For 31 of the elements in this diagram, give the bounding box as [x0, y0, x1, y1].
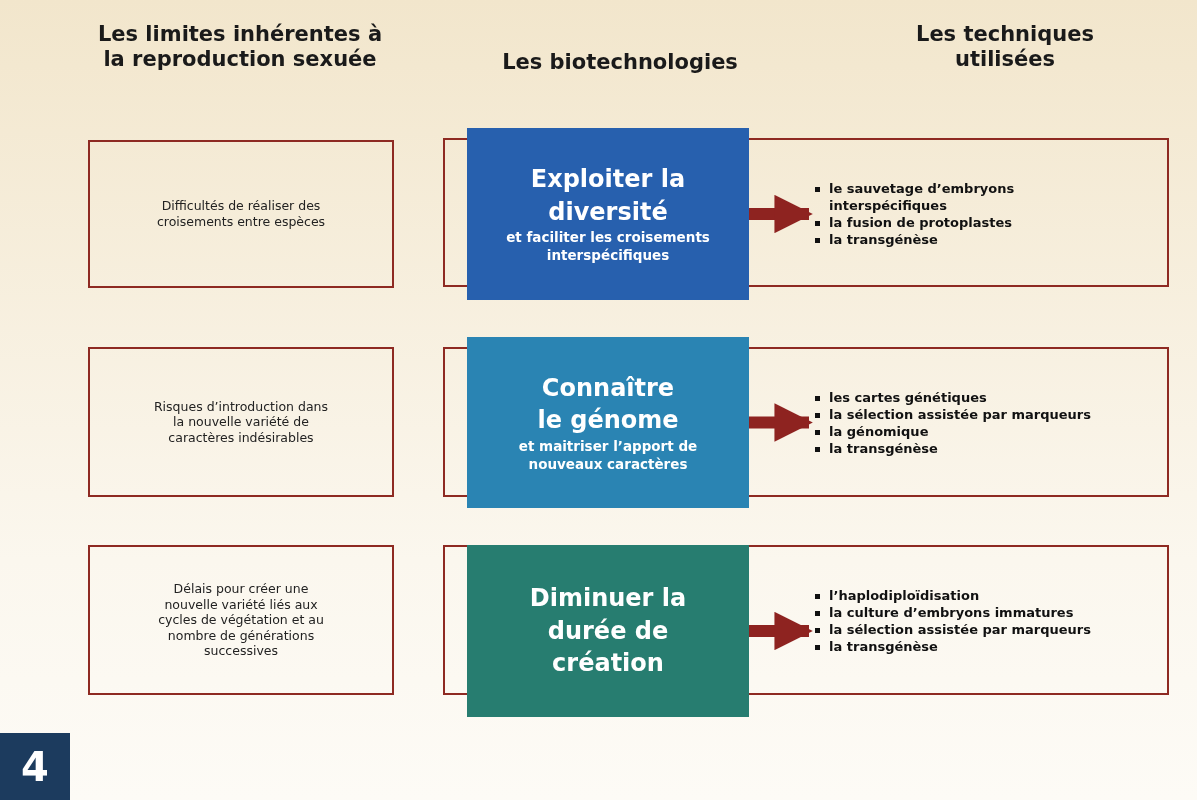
technique-item: la génomique [813, 424, 1103, 441]
technique-item: la culture d’embryons immatures [813, 605, 1103, 622]
biotech-box [467, 337, 749, 508]
biotech-box [467, 545, 749, 717]
arrow [749, 194, 813, 234]
technique-item: l’haplodiploïdisation [813, 588, 1103, 606]
limit-text: Risques d’introduction dans la nouvelle variété de caractères indésirables [152, 398, 330, 446]
technique-item: la transgénèse [813, 440, 1103, 458]
column-heading: Les techniques utilisées [915, 22, 1095, 73]
biotech-heading: Diminuer la durée de création [528, 583, 688, 680]
limit-box [88, 140, 394, 288]
technique-item: la transgénèse [813, 231, 1103, 249]
column-heading: Les limites inhérentes à la reproduction sexuée [96, 22, 384, 73]
limit-box [88, 545, 394, 695]
biotech-box [467, 128, 749, 300]
technique-item: la sélection assistée par marqueurs [813, 407, 1103, 424]
biotech-heading: Connaître le génome [536, 372, 680, 437]
technique-item: la transgénèse [813, 638, 1103, 656]
biotech-heading: Exploiter la diversité [529, 164, 687, 228]
limit-text: Difficultés de réaliser des croisements entre espèces [155, 198, 327, 230]
figure-number-badge: 4 [0, 733, 70, 800]
technique-item: la fusion de protoplastes [813, 215, 1103, 232]
limit-text: Délais pour créer une nouvelle variété liés aux cycles de végétation et au nombre de générations successives [157, 580, 325, 660]
column-heading: Les biotechnologies [501, 50, 739, 76]
limit-box [88, 347, 394, 497]
technique-item: les cartes génétiques [813, 390, 1103, 408]
arrow [749, 611, 813, 651]
technique-item: la sélection assistée par marqueurs [813, 622, 1103, 639]
arrow [749, 403, 813, 442]
biotech-subtext: et maitriser l’apport de nouveaux caractères [517, 436, 699, 474]
biotech-subtext: et faciliter les croisements interspécifiques [505, 228, 711, 265]
